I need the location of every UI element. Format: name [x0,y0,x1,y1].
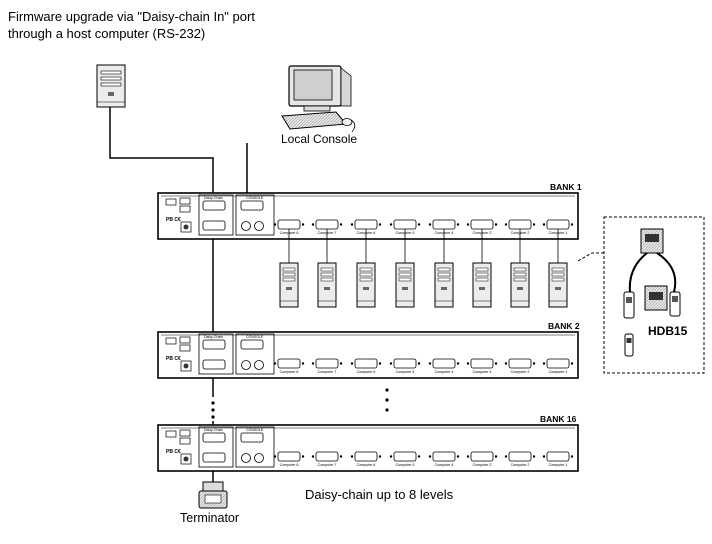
computer-tower-icon [472,229,492,308]
console-port-label: CONSOLE [246,428,264,432]
pb-label: PB C€ [166,449,181,455]
diagram-title: Firmware upgrade via "Daisy-chain In" po… [8,8,255,42]
computer-tower-icon [434,229,454,308]
computer-port: Computer 4 [428,358,460,374]
console-port-label: CONSOLE [246,335,264,339]
computer-port-label: Computer 8 [280,370,299,374]
computer-tower-icon [510,229,530,308]
computer-port-label: Computer 6 [357,463,376,467]
console-port-label: CONSOLE [246,196,264,200]
power-connector-icon [165,197,192,233]
daisy-chain-port [198,194,234,236]
local-console-icon [281,65,356,133]
daisy-chain-port [198,426,234,468]
power-connector-icon [165,429,192,465]
terminator-label: Terminator [180,511,240,525]
computer-port-label: Computer 3 [473,463,492,467]
computer-port-label: Computer 8 [280,463,299,467]
continuation-dots [211,388,389,419]
computer-port: Computer 4 [428,451,460,467]
computer-port: Computer 6 [350,358,382,374]
computer-port: Computer 5 [389,451,421,467]
computer-port: Computer 8 [273,451,305,467]
kvm-bank-2: PB C€ Daisy-Chain CONSOLE Computer 8 Compute… [157,331,579,379]
computer-port-label: Computer 1 [549,463,568,467]
kvm-bank-3: PB C€ Daisy-Chain CONSOLE Computer 8 Compute… [157,424,579,472]
computer-port: Computer 3 [466,451,498,467]
computer-port: Computer 2 [504,358,536,374]
computer-port-label: Computer 4 [435,370,454,374]
daisy-chain-label: Daisy-Chain [204,428,223,432]
local-console-label: Local Console [281,132,358,146]
terminator-icon [198,481,228,509]
computer-tower-icon [395,229,415,308]
bank-2-label: BANK 2 [548,321,580,331]
computer-port: Computer 5 [389,358,421,374]
bank-1-label: BANK 1 [550,182,582,192]
computer-port-label: Computer 7 [318,370,337,374]
computer-tower-icon [279,229,299,308]
daisy-chain-label: Daisy-Chain [204,335,223,339]
title-line-2: through a host computer (RS-232) [8,26,206,41]
hdb15-label: HDB15 [648,324,688,338]
computer-port-label: Computer 5 [396,463,415,467]
bank-16-label: BANK 16 [540,414,577,424]
computer-tower-icon [356,229,376,308]
computer-port-label: Computer 4 [435,463,454,467]
computer-port: Computer 2 [504,451,536,467]
computer-port-label: Computer 2 [511,370,530,374]
daisy-chain-port [198,333,234,375]
console-port [235,194,275,236]
computer-port-label: Computer 3 [473,370,492,374]
computer-port: Computer 8 [273,358,305,374]
computer-port: Computer 3 [466,358,498,374]
computer-tower-icon [317,229,337,308]
daisy-chain-note: Daisy-chain up to 8 levels [305,487,454,502]
computer-port: Computer 7 [311,358,343,374]
pb-label: PB C€ [166,356,181,362]
rs232-cable [109,107,214,195]
host-computer-icon [96,64,126,108]
computer-port-label: Computer 7 [318,463,337,467]
computer-port-label: Computer 5 [396,370,415,374]
computer-port-label: Computer 2 [511,463,530,467]
computer-port-label: Computer 6 [357,370,376,374]
computer-tower-icon [548,229,568,308]
hdb15-cable-detail [577,216,705,374]
daisy-chain-label: Daisy-Chain [204,196,223,200]
console-port [235,333,275,375]
computer-port: Computer 1 [542,451,574,467]
pb-label: PB C€ [166,217,181,223]
computer-port: Computer 1 [542,358,574,374]
computer-port: Computer 7 [311,451,343,467]
power-connector-icon [165,336,192,372]
console-port [235,426,275,468]
computer-port-label: Computer 1 [549,370,568,374]
computer-port: Computer 6 [350,451,382,467]
title-line-1: Firmware upgrade via "Daisy-chain In" po… [8,9,255,24]
